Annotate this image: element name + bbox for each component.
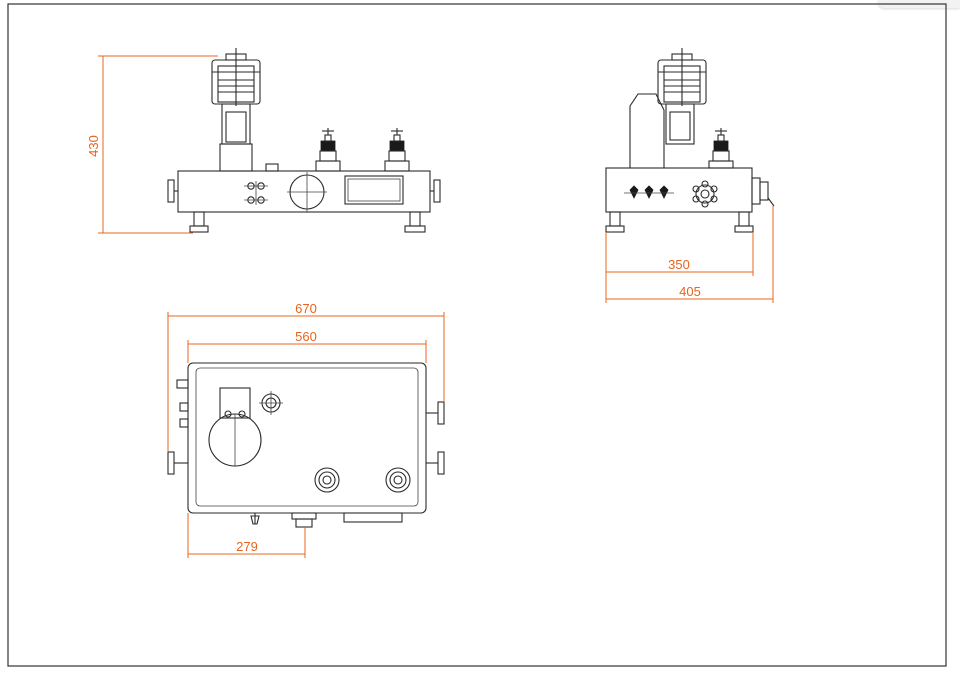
dimension-side-350: 350 [605, 232, 754, 276]
dimension-label-560: 560 [295, 329, 317, 344]
dimension-label-279: 279 [236, 539, 258, 554]
drawing-frame [7, 3, 947, 667]
dimension-front-height: 430 [86, 55, 218, 234]
dimension-side-405: 405 [605, 206, 774, 303]
dimension-label-405: 405 [679, 284, 701, 299]
front-view [167, 48, 441, 233]
dimension-top-670: 670 [167, 301, 445, 452]
dimension-label-670: 670 [295, 301, 317, 316]
dimension-top-279: 279 [187, 513, 306, 558]
side-view [605, 48, 775, 233]
top-view [167, 362, 445, 528]
dimension-label-350: 350 [668, 257, 690, 272]
dimension-label-430: 430 [86, 135, 101, 157]
dimension-top-560: 560 [187, 329, 427, 363]
